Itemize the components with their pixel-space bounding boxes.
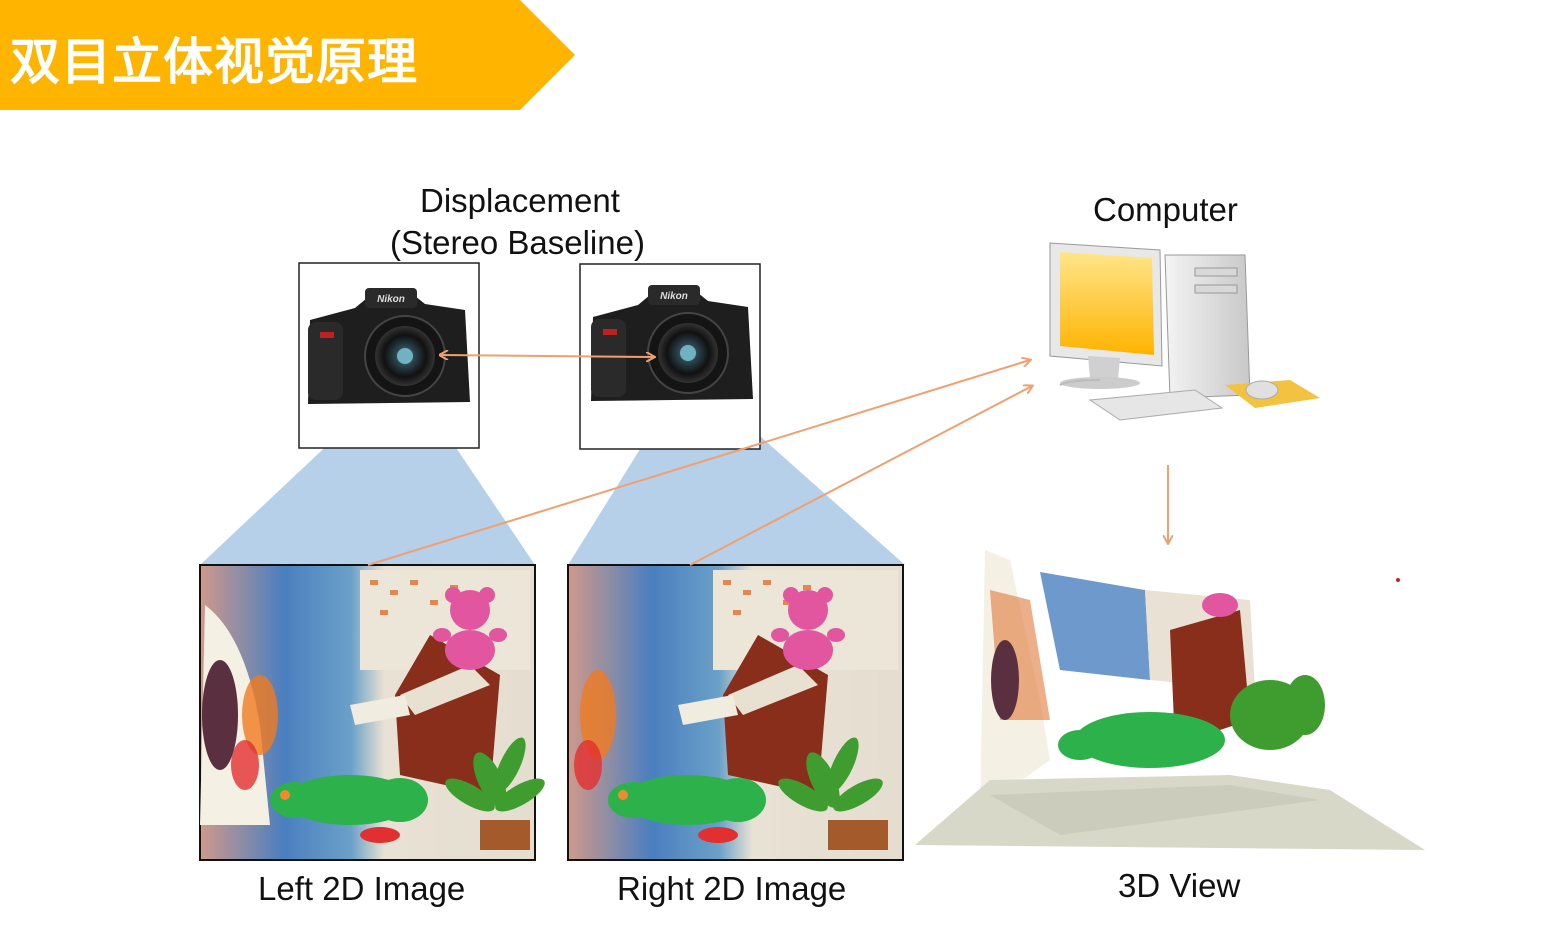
3d-view-image [915, 550, 1425, 850]
right-image-to-computer-arrow [689, 386, 1032, 566]
displacement-label: Displacement [420, 182, 620, 219]
camera-brand-label: Nikon [377, 294, 405, 305]
left-teddy [433, 587, 507, 670]
right-camera-frustum [568, 372, 905, 565]
right-plant [778, 737, 883, 812]
left-plant [445, 737, 545, 812]
left-2d-image [199, 564, 545, 861]
computer-icon [1049, 242, 1320, 421]
right-camera-icon: Nikon [591, 285, 753, 401]
baseline-arrow [440, 355, 654, 357]
computer-label: Computer [1093, 191, 1238, 228]
right-teddy [771, 587, 845, 670]
title-banner [0, 0, 575, 110]
3d-view-label: 3D View [1118, 867, 1241, 904]
left-camera-frustum [200, 372, 535, 565]
slide-title: 双目立体视觉原理 [10, 33, 418, 91]
right-frog [608, 775, 766, 843]
left-frog [270, 775, 428, 843]
right-2d-image [567, 564, 904, 861]
left-image-label: Left 2D Image [258, 870, 466, 907]
left-image-to-computer-arrow [367, 360, 1030, 566]
stereo-baseline-label: (Stereo Baseline) [390, 224, 645, 261]
camera-brand-label: Nikon [660, 291, 688, 302]
right-image-label: Right 2D Image [617, 870, 847, 907]
